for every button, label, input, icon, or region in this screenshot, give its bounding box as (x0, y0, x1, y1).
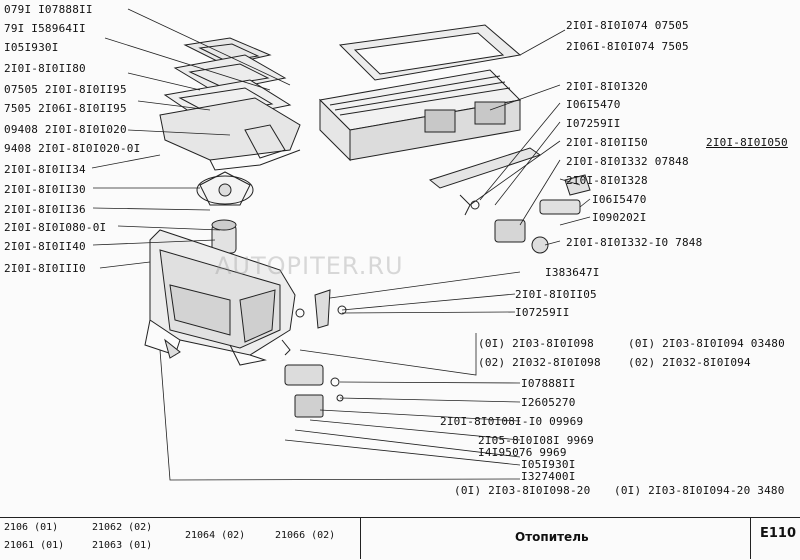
part-label: 2I0I-8I0I328 (566, 174, 648, 187)
fan-assembly (196, 171, 254, 254)
part-label: (0I) 2I03-8I0I094 03480 (628, 337, 785, 350)
part-label: I2605270 (521, 396, 576, 409)
part-label: 2I0I-8I0I074 07505 (566, 19, 689, 32)
part-label: 2I0I-8I0I050 (706, 136, 788, 149)
part-label: I07259II (515, 306, 570, 319)
part-label: 2I0I-8I0I320 (566, 80, 648, 93)
part-label: I07888II (521, 377, 576, 390)
part-label: 79I I58964II (4, 22, 86, 35)
model-label: 2106 (01) (4, 522, 59, 533)
heater-radiator (318, 69, 522, 162)
part-label: 2I0I-8I0I332 07848 (566, 155, 689, 168)
part-label: 9408 2I0I-8I0I020-0I (4, 142, 141, 155)
part-label: 07505 2I0I-8I0II95 (4, 83, 127, 96)
part-label: I07259II (566, 117, 621, 130)
part-label: 2I0I-8I0II40 (4, 240, 86, 253)
part-label: (0I) 2I03-8I0I098 (478, 337, 594, 350)
section-code: E110 (760, 526, 797, 541)
watermark: AUTOPITER.RU (215, 252, 404, 280)
part-label: (0I) 2I03-8I0I094-20 3480 (614, 484, 785, 497)
part-label: I06I5470 (566, 98, 621, 111)
model-label: 21062 (02) (92, 522, 153, 533)
footer-bar (0, 517, 800, 560)
part-label: 2I0I-8I0II30 (4, 183, 86, 196)
part-label: 7505 2I06I-8I0II95 (4, 102, 127, 115)
part-label: (0I) 2I03-8I0I098-20 (454, 484, 591, 497)
model-label: 21064 (02) (185, 530, 246, 541)
part-label: (02) 2I032-8I0I098 (478, 356, 601, 369)
part-label: I4I95076 9969 (478, 446, 567, 459)
part-label: 2I0I-8I0I08I-I0 09969 (440, 415, 584, 428)
model-label: 21061 (01) (4, 540, 65, 551)
part-label: 079I I07888II (4, 3, 93, 16)
part-label: 2I0I-8I0I080-0I (4, 221, 107, 234)
part-label: I383647I (545, 266, 600, 279)
part-label: I090202I (592, 211, 647, 224)
radiator-gasket (338, 24, 522, 81)
part-label: 2I0I-8I0II34 (4, 163, 86, 176)
part-label: 2I06I-8I0I074 7505 (566, 40, 689, 53)
part-label: 2I0I-8I0III0 (4, 262, 86, 275)
leader-lines (91, 8, 591, 481)
part-label: (02) 2I032-8I0I094 (628, 356, 751, 369)
valve-fasteners (164, 289, 347, 418)
part-label: 2I05-8I0I08I 9969 (478, 434, 594, 447)
part-label: 09408 2I0I-8I0I020 (4, 123, 127, 136)
part-label: 2I0I-8I0II36 (4, 203, 86, 216)
part-label: 2I0I-8I0II50 (566, 136, 648, 149)
part-label: I327400I (521, 470, 576, 483)
model-label: 21066 (02) (275, 530, 336, 541)
heater-housing (144, 229, 296, 366)
model-label: 21063 (01) (92, 540, 153, 551)
part-label: 2I0I-8I0II80 (4, 62, 86, 75)
air-intake-cover (159, 37, 301, 171)
part-label: 2I0I-8I0I332-I0 7848 (566, 236, 703, 249)
part-label: I05I930I (521, 458, 576, 471)
part-label: I05I930I (4, 41, 59, 54)
diagram-title: Отопитель (515, 530, 589, 544)
part-label: 2I0I-8I0II05 (515, 288, 597, 301)
part-label: I06I5470 (592, 193, 647, 206)
